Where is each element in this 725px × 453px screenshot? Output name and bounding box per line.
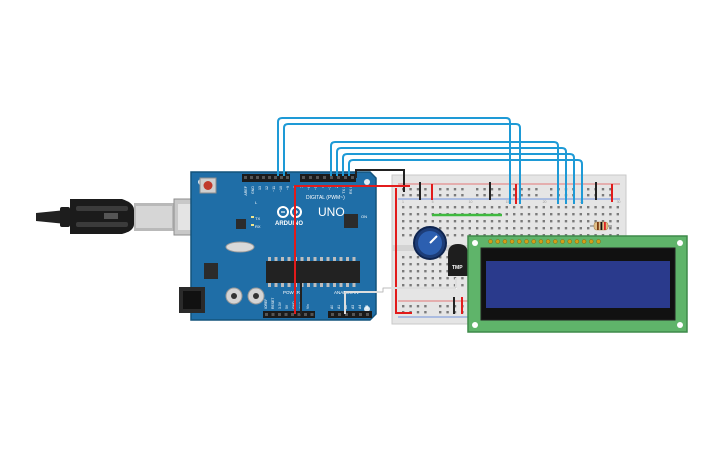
digital-pin-label: 13 bbox=[258, 186, 262, 190]
potentiometer-icon[interactable] bbox=[413, 226, 447, 260]
breadboard-row-number: 15 bbox=[506, 200, 510, 204]
digital-pin-label: RX 0 bbox=[349, 186, 353, 194]
wire-pin2[interactable] bbox=[348, 159, 583, 204]
power-pin-label: RESET bbox=[271, 298, 275, 309]
wire-pin5[interactable] bbox=[330, 141, 559, 204]
lcd-screen bbox=[486, 261, 670, 308]
wire-pin11[interactable] bbox=[283, 123, 521, 204]
power-label: POWER bbox=[283, 290, 301, 295]
uno-label: UNO bbox=[318, 205, 345, 219]
wire-pin4[interactable] bbox=[336, 147, 567, 204]
analog-pin-label: A0 bbox=[330, 305, 334, 309]
arduino-board[interactable]: DIGITAL (PWM~) ARDUINO UNO TX RX L ON PO… bbox=[179, 171, 377, 321]
breadboard-row-number: 5 bbox=[432, 200, 434, 204]
wires bbox=[277, 117, 613, 314]
breadboard-row-number: 10 bbox=[469, 200, 473, 204]
digital-pin-label: ~9 bbox=[286, 186, 290, 190]
wire-pin12[interactable] bbox=[277, 117, 511, 204]
power-pin-label: 3.3V bbox=[278, 301, 282, 309]
power-pin-label: 5V bbox=[285, 304, 289, 309]
lcd-display[interactable] bbox=[467, 235, 688, 333]
usb-cable-icon[interactable] bbox=[36, 198, 205, 236]
tmp-label: TMP bbox=[452, 265, 463, 271]
reset-button[interactable] bbox=[203, 181, 213, 190]
analog-pin-label: A5 bbox=[365, 305, 369, 309]
breadboard-row-number: 30 bbox=[617, 200, 621, 204]
digital-pin-label: ~6 bbox=[307, 186, 311, 190]
rx-label: RX bbox=[255, 224, 261, 229]
analog-pin-label: A1 bbox=[337, 305, 341, 309]
digital-pin-label: ~5 bbox=[314, 186, 318, 190]
temperature-sensor[interactable]: TMP bbox=[448, 244, 468, 276]
digital-pin-label: 12 bbox=[265, 186, 269, 190]
digital-pin-label: TX 1 bbox=[342, 186, 346, 194]
digital-pin-label: ~11 bbox=[272, 186, 276, 192]
l-label: L bbox=[255, 200, 258, 205]
digital-pin-label: AREF bbox=[244, 185, 248, 195]
resistor-icon[interactable] bbox=[590, 221, 612, 231]
analog-pin-label: A3 bbox=[351, 305, 355, 309]
wire-5v-rail[interactable] bbox=[395, 188, 412, 314]
tx-label: TX bbox=[255, 216, 260, 221]
breadboard-row-number: 20 bbox=[543, 200, 547, 204]
atmega-chip bbox=[266, 261, 360, 283]
wire-5v[interactable] bbox=[294, 185, 410, 314]
digital-pin-label: ~10 bbox=[279, 186, 283, 192]
wire-gnd-rail[interactable] bbox=[355, 169, 405, 192]
analog-pin-label: A4 bbox=[358, 305, 362, 309]
digital-label: DIGITAL (PWM~) bbox=[306, 195, 345, 201]
wire-pin3[interactable] bbox=[342, 153, 575, 204]
arduino-brand: ARDUINO bbox=[275, 221, 303, 227]
power-pin-label: Vin bbox=[306, 304, 310, 309]
on-label: ON bbox=[361, 214, 367, 219]
digital-pin-label: GND bbox=[251, 186, 255, 194]
power-pin-label: IOREF bbox=[264, 299, 268, 309]
digital-pin-label: ~3 bbox=[328, 186, 332, 190]
breadboard-row-number: 1 bbox=[402, 200, 404, 204]
